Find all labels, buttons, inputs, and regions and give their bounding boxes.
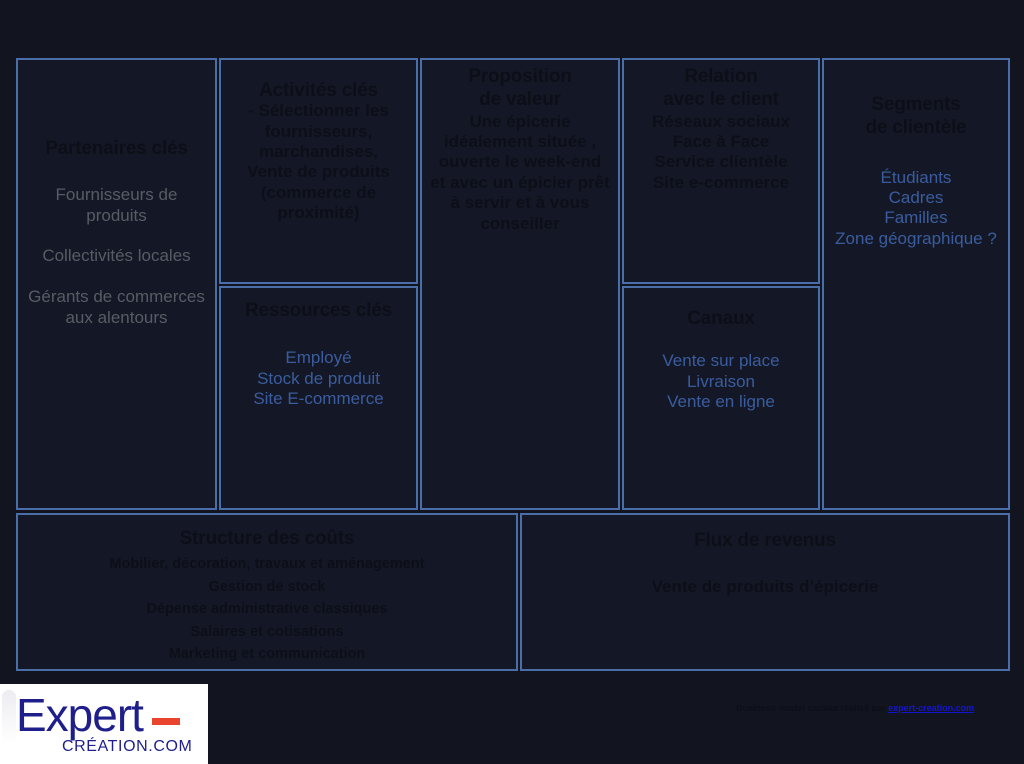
cost-structure-body: Mobilier, décoration, travaux et aménage… [109, 556, 425, 663]
customer-segments-title: Segments de clientèle [865, 94, 967, 138]
canvas-block-value-proposition[interactable]: Proposition de valeur Une épicerie idéal… [420, 58, 620, 510]
key-resources-body: Employé Stock de produit Site E-commerce [253, 348, 384, 409]
value-proposition-body: Une épicerie idéalement située , ouverte… [430, 111, 610, 233]
key-activities-title: Activités clés [259, 80, 378, 101]
customer-relationships-title: Relation avec le client [663, 66, 779, 110]
flame-icon [2, 690, 16, 744]
key-resources-title: Ressources clés [245, 300, 392, 321]
canvas-block-customer-relationships[interactable]: Relation avec le client Réseaux sociaux … [622, 58, 820, 284]
value-proposition-title: Proposition de valeur [468, 66, 572, 110]
key-activities-body: - Sélectionner les fournisseurs, marchan… [247, 101, 390, 223]
revenue-streams-body: Vente de produits d’épicerie [651, 577, 879, 597]
canvas-block-key-resources[interactable]: Ressources clés Employé Stock de produit… [219, 286, 418, 510]
canvas-block-revenue-streams[interactable]: Flux de revenus Vente de produits d’épic… [520, 513, 1010, 671]
customer-segments-body: Étudiants Cadres Familles Zone géographi… [835, 167, 997, 248]
customer-relationships-body: Réseaux sociaux Face à Face Service clie… [652, 111, 790, 192]
channels-title: Canaux [687, 308, 755, 329]
canvas-block-key-partners[interactable]: Partenaires clés Fournisseurs de produit… [16, 58, 217, 510]
canvas-block-customer-segments[interactable]: Segments de clientèle Étudiants Cadres F… [822, 58, 1010, 510]
expert-creation-logo[interactable]: Expert CRÉATION.COM [0, 684, 208, 764]
canvas-block-channels[interactable]: Canaux Vente sur place Livraison Vente e… [622, 286, 820, 510]
logo-dash-icon [152, 718, 180, 725]
canvas-block-cost-structure[interactable]: Structure des coûts Mobilier, décoration… [16, 513, 518, 671]
logo-subtitle: CRÉATION.COM [62, 738, 193, 755]
cost-structure-title: Structure des coûts [179, 528, 355, 549]
logo-wordmark: Expert [16, 689, 144, 741]
footer-credit: Business model canvas réalisé par expert… [736, 703, 974, 713]
channels-body: Vente sur place Livraison Vente en ligne [662, 351, 780, 412]
expert-creation-link[interactable]: expert-creation.com [888, 703, 975, 713]
footer-credit-text: Business model canvas réalisé par [736, 703, 889, 713]
business-model-canvas: Partenaires clés Fournisseurs de produit… [16, 58, 1010, 671]
key-partners-body: Fournisseurs de produits Collectivités l… [28, 185, 205, 327]
key-partners-title: Partenaires clés [45, 138, 188, 159]
canvas-block-key-activities[interactable]: Activités clés - Sélectionner les fourni… [219, 58, 418, 284]
revenue-streams-title: Flux de revenus [694, 530, 836, 551]
